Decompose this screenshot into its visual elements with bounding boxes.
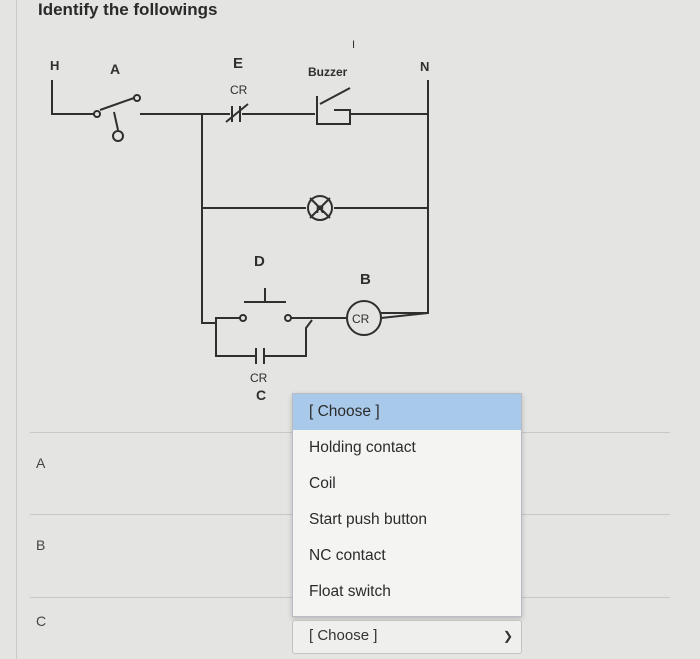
nc-contact-e-symbol bbox=[225, 103, 249, 123]
select-c-value: [ Choose ] bbox=[309, 627, 378, 644]
label-buzzer: Buzzer bbox=[308, 65, 348, 79]
ladder-diagram: H A E CR I Buzzer N R D B CR CR C bbox=[50, 39, 429, 403]
question-title: Identify the followings bbox=[38, 0, 218, 19]
label-cr-coil: CR bbox=[352, 312, 370, 326]
h-rail-wire bbox=[51, 80, 86, 115]
label-cr-bottom: CR bbox=[250, 371, 268, 385]
question-label-a: A bbox=[36, 455, 46, 471]
holding-contact-c-symbol bbox=[215, 319, 313, 364]
label-b: B bbox=[360, 271, 371, 288]
label-h: H bbox=[50, 58, 59, 73]
question-label-c: C bbox=[36, 613, 47, 629]
question-label-b: B bbox=[36, 537, 46, 553]
answer-select-c[interactable]: [ Choose ] ❯ bbox=[292, 620, 522, 654]
label-d: D bbox=[254, 253, 265, 270]
label-r: R bbox=[316, 204, 324, 216]
label-n: N bbox=[420, 59, 429, 74]
label-e: E bbox=[233, 55, 243, 72]
page-left-border bbox=[16, 0, 17, 659]
dropdown-option-holding-contact[interactable]: Holding contact bbox=[309, 439, 416, 456]
answer-dropdown-list[interactable]: [ Choose ] Holding contact Coil Start pu… bbox=[292, 393, 522, 617]
label-c: C bbox=[256, 387, 266, 403]
float-switch-a-symbol bbox=[86, 97, 135, 115]
dropdown-option-start-push-button[interactable]: Start push button bbox=[309, 511, 428, 528]
label-cr-top: CR bbox=[230, 83, 248, 97]
label-a: A bbox=[110, 61, 120, 77]
dropdown-option-float-switch[interactable]: Float switch bbox=[309, 583, 391, 600]
start-push-button-d-symbol bbox=[244, 288, 286, 303]
label-i: I bbox=[352, 39, 355, 51]
lamp-r-symbol bbox=[307, 195, 333, 221]
dropdown-option-choose[interactable]: [ Choose ] bbox=[293, 394, 521, 430]
buzzer-symbol bbox=[316, 96, 351, 125]
chevron-down-icon: ❯ bbox=[502, 629, 513, 643]
dropdown-option-nc-contact[interactable]: NC contact bbox=[309, 547, 386, 564]
dropdown-option-coil[interactable]: Coil bbox=[309, 475, 336, 492]
